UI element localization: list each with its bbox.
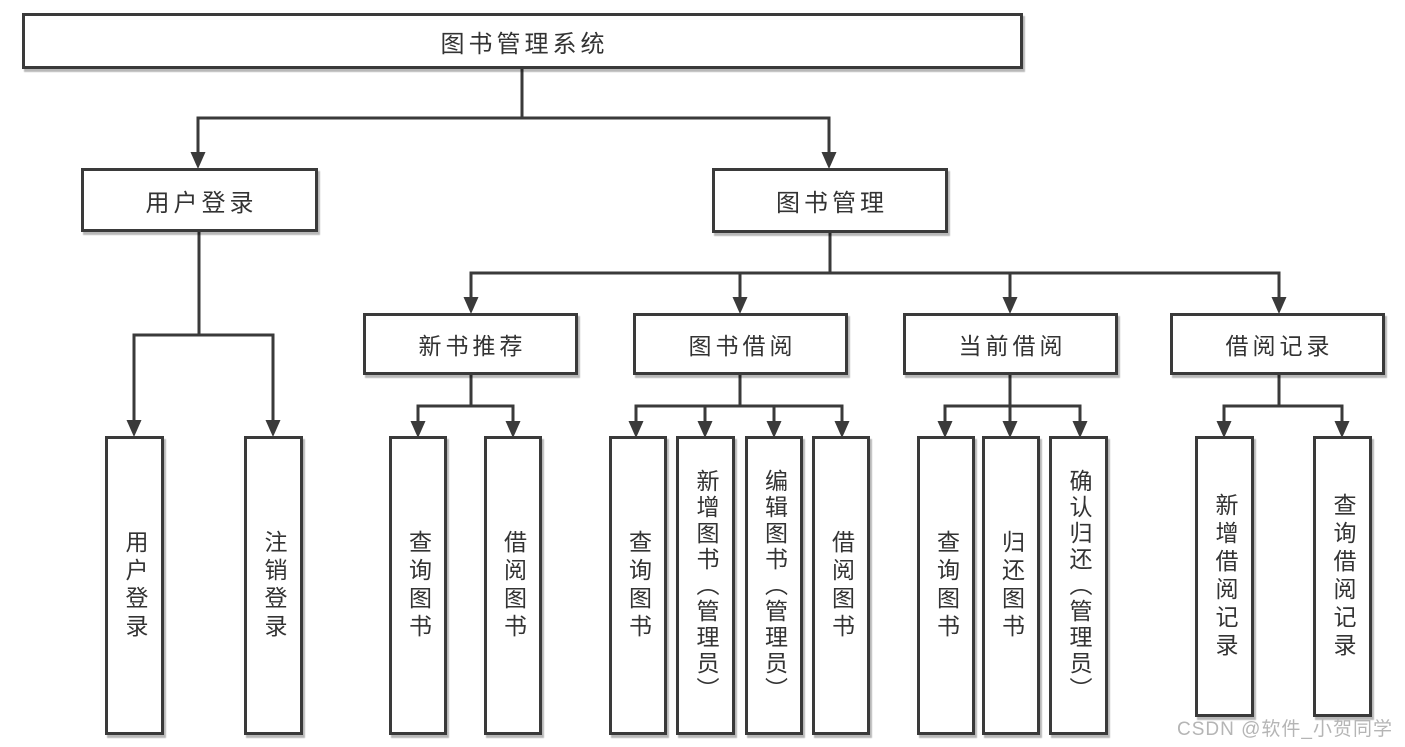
node-label: 图书借阅 [688, 333, 797, 359]
arrow-down-icon [190, 152, 206, 169]
arrowhead-icons [126, 152, 1350, 438]
node-label: 确认归还（管理员） [1066, 468, 1092, 703]
arrow-down-icon [463, 297, 479, 314]
node-label: 归还图书 [998, 529, 1025, 642]
node-label: 图书管理系统 [440, 30, 609, 58]
node-book-borrowing: 图书借阅 [633, 313, 848, 375]
node-label: 新书推荐 [418, 333, 527, 359]
leaf-add-book-admin: 新增图书（管理员） [676, 436, 735, 735]
arrow-down-icon [628, 421, 644, 438]
node-label: 当前借阅 [958, 333, 1067, 359]
node-user-login: 用户登录 [81, 168, 318, 232]
csdn-watermark: CSDN @软件_小贺同学 [1177, 719, 1393, 740]
node-label: 编辑图书（管理员） [761, 468, 788, 703]
arrow-down-icon [1271, 297, 1287, 314]
arrow-down-icon [1002, 421, 1018, 438]
leaf-confirm-return-admin: 确认归还（管理员） [1049, 436, 1108, 735]
edge-segments [132, 67, 1344, 423]
node-label: 用户登录 [145, 189, 258, 217]
node-label: 新增借阅记录 [1212, 492, 1238, 661]
node-new-book-recommendation: 新书推荐 [363, 313, 578, 375]
arrow-down-icon [821, 152, 837, 169]
node-label: 借阅图书 [828, 529, 855, 642]
leaf-add-borrow-record: 新增借阅记录 [1195, 436, 1254, 717]
node-label: 查询图书 [405, 529, 432, 642]
node-label: 查询借阅记录 [1330, 492, 1356, 661]
arrow-down-icon [732, 297, 748, 314]
leaf-return-book: 归还图书 [982, 436, 1040, 735]
arrow-down-icon [1334, 421, 1350, 438]
arrow-down-icon [410, 421, 426, 438]
leaf-query-books: 查询图书 [389, 436, 447, 735]
arrow-down-icon [1072, 421, 1088, 438]
arrow-down-icon [697, 421, 713, 438]
leaf-user-login: 用户登录 [105, 436, 164, 735]
node-label: 图书管理 [776, 190, 888, 217]
arrow-down-icon [1216, 421, 1232, 438]
leaf-logout: 注销登录 [244, 436, 303, 735]
arrow-down-icon [834, 421, 850, 438]
node-label: 查询图书 [625, 529, 652, 642]
leaf-borrow-books: 借阅图书 [812, 436, 870, 735]
node-label: 借阅图书 [500, 529, 527, 642]
node-label: 查询图书 [933, 529, 960, 642]
arrow-down-icon [1002, 297, 1018, 314]
node-book-management: 图书管理 [712, 168, 948, 233]
arrow-down-icon [766, 421, 782, 438]
node-label: 注销登录 [261, 529, 287, 642]
arrow-down-icon [265, 420, 281, 437]
leaf-borrow-books: 借阅图书 [484, 436, 542, 735]
arrow-down-icon [937, 421, 953, 438]
node-library-management-system: 图书管理系统 [22, 13, 1023, 69]
node-borrowing-records: 借阅记录 [1170, 313, 1385, 375]
node-label: 用户登录 [122, 529, 148, 642]
leaf-query-books: 查询图书 [917, 436, 975, 735]
node-label: 借阅记录 [1225, 333, 1334, 359]
leaf-edit-book-admin: 编辑图书（管理员） [745, 436, 803, 735]
arrow-down-icon [505, 421, 521, 438]
node-current-borrowing: 当前借阅 [903, 313, 1118, 375]
leaf-query-books: 查询图书 [609, 436, 667, 735]
node-label: 新增图书（管理员） [693, 468, 719, 703]
leaf-query-borrow-record: 查询借阅记录 [1313, 436, 1372, 717]
arrow-down-icon [126, 420, 142, 437]
